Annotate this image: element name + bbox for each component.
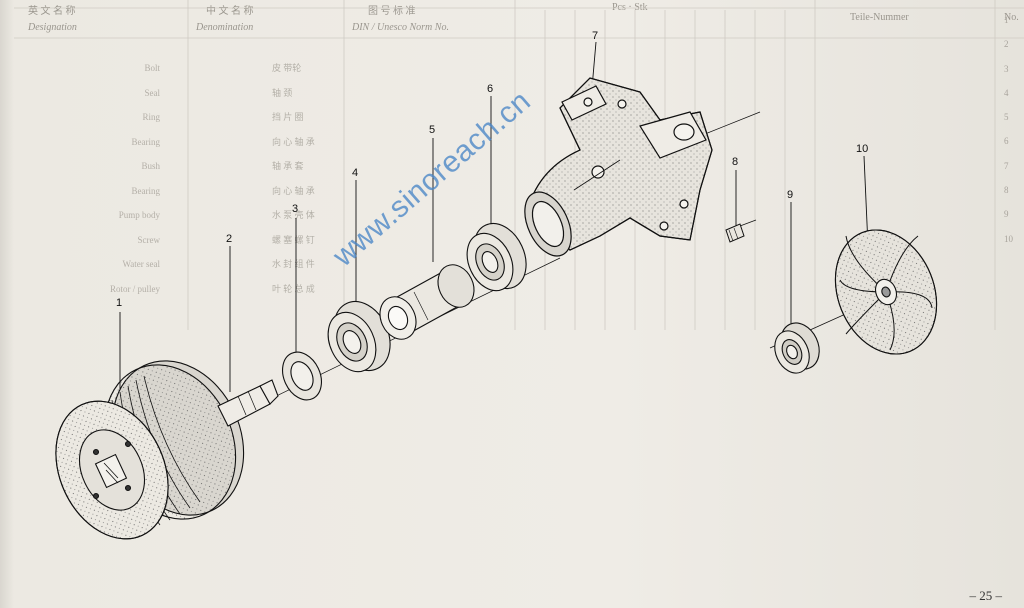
ghost-description: 向 心 轴 承 <box>272 185 315 196</box>
ghost-row-numbers: 1 2 3 4 5 6 7 8 9 10 <box>1004 8 1013 251</box>
row-number: 8 <box>1004 185 1009 196</box>
ghost-description: 水 泵 壳 体 <box>272 210 315 220</box>
header-partnumber: Teile-Nummer <box>850 12 909 23</box>
ghost-descriptions: 皮 带轮 轴 颈 挡 片 圈 向 心 轴 承 轴 承 套 向 心 轴 承 水 泵… <box>272 56 315 301</box>
part-label-1: 1 <box>116 297 122 309</box>
row-number: 10 <box>1004 233 1013 244</box>
part-label-7: 7 <box>592 30 598 42</box>
part-label-3: 3 <box>292 203 298 215</box>
ring-part-3 <box>282 351 322 401</box>
ghost-designation: Ring <box>142 112 160 122</box>
header-no: No. <box>1004 12 1019 23</box>
page-number: – 25 – <box>969 588 1003 603</box>
ghost-designation: Bearing <box>131 185 161 196</box>
ghost-description: 轴 颈 <box>272 87 293 98</box>
header-pcs: Pcs · Stk <box>612 2 648 13</box>
pump-housing-part-7 <box>524 77 713 257</box>
bearing-part-4 <box>327 301 391 373</box>
part-label-6: 6 <box>487 83 493 95</box>
part-label-2: 2 <box>226 233 232 245</box>
row-number: 4 <box>1004 87 1009 98</box>
ghost-description: 水 封 组 件 <box>272 259 315 269</box>
ghost-designation: Pump body <box>118 210 160 220</box>
row-number: 6 <box>1004 136 1009 147</box>
impeller-part-10 <box>834 229 938 355</box>
row-number: 9 <box>1004 209 1009 220</box>
ghost-table-grid <box>14 0 1024 330</box>
ghost-designation: Water seal <box>122 259 160 269</box>
header-drawing-zh: 图 号 标 准 <box>368 6 416 17</box>
header-drawing-en: DIN / Unesco Norm No. <box>352 22 449 33</box>
row-number: 2 <box>1004 39 1009 50</box>
ghost-designation: Bush <box>141 161 160 171</box>
ghost-designation: Seal <box>144 87 161 98</box>
bush-part-5 <box>379 264 475 340</box>
ghost-designation: Bolt <box>144 63 160 73</box>
part-label-4: 4 <box>352 167 358 179</box>
ghost-description: 皮 带轮 <box>272 63 302 73</box>
ghost-designation: Bearing <box>131 136 161 147</box>
row-number: 7 <box>1004 160 1009 171</box>
header-description-zh: 中 文 名 称 <box>206 6 254 17</box>
ghost-designation: Screw <box>137 234 161 245</box>
water-seal-part-9 <box>774 322 820 374</box>
part-labels: 1 2 3 4 5 6 7 8 9 10 <box>116 30 868 309</box>
ghost-description: 向 心 轴 承 <box>272 136 315 147</box>
ghost-description: 叶 轮 总 成 <box>272 283 315 294</box>
screw-part-8 <box>725 223 745 243</box>
part-label-8: 8 <box>732 156 738 168</box>
ghost-description: 挡 片 圈 <box>272 112 304 122</box>
shaft-part-2 <box>217 379 279 427</box>
header-designation-en: Designation <box>28 22 77 33</box>
pulley-part-1 <box>55 360 245 540</box>
ghost-description: 螺 塞 螺 钉 <box>272 234 315 245</box>
ghost-designations: Bolt Seal Ring Bearing Bush Bearing Pump… <box>110 56 160 301</box>
part-label-10: 10 <box>856 143 868 155</box>
header-designation-zh: 英 文 名 称 <box>28 6 76 17</box>
header-description-en: Denomination <box>196 22 254 33</box>
row-number: 3 <box>1004 63 1009 74</box>
row-number: 1 <box>1004 15 1009 25</box>
part-label-9: 9 <box>787 189 793 201</box>
part-label-5: 5 <box>429 124 435 136</box>
row-number: 5 <box>1004 112 1009 123</box>
ghost-description: 轴 承 套 <box>272 161 304 171</box>
ghost-designation: Rotor / pulley <box>110 283 160 294</box>
bearing-part-6 <box>466 223 527 292</box>
